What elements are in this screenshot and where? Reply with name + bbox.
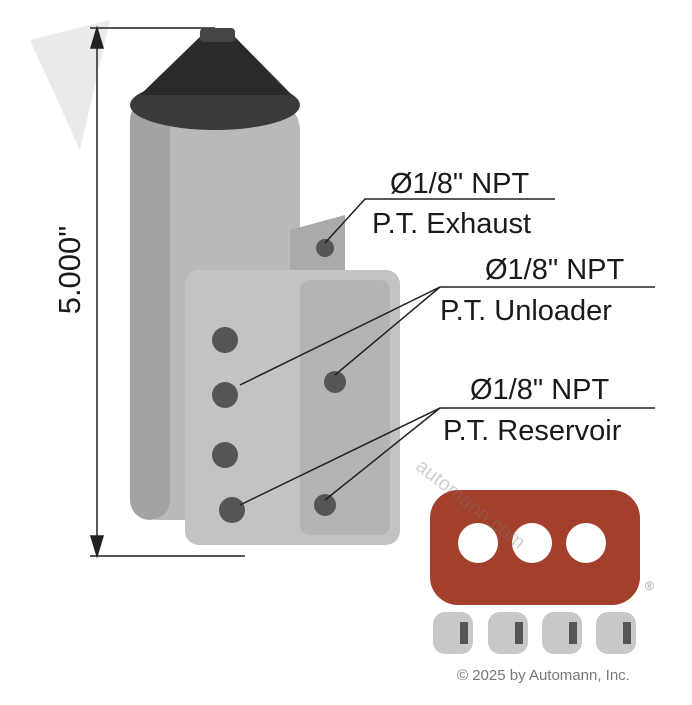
- cap-icon: [140, 32, 292, 95]
- dimension-line: [89, 25, 245, 559]
- reservoir-size-label: Ø1/8" NPT: [470, 374, 610, 406]
- pipe-plugs: [433, 612, 636, 654]
- reservoir-port-label: P.T. Reservoir: [443, 415, 622, 447]
- leader-lines: [239, 198, 655, 506]
- governor-valve: [130, 28, 400, 545]
- unloader-port-label: P.T. Unloader: [440, 295, 612, 327]
- pipe-plug: [542, 612, 582, 654]
- watermark-logo: [30, 20, 110, 150]
- exhaust-port-label: P.T. Exhaust: [372, 208, 532, 240]
- unloader-size-label: Ø1/8" NPT: [485, 254, 625, 286]
- pipe-plug: [488, 612, 528, 654]
- pipe-plug: [433, 612, 473, 654]
- registered-mark: ®: [645, 579, 654, 593]
- height-dimension-label: 5.000": [52, 225, 87, 315]
- copyright-text: © 2025 by Automann, Inc.: [457, 667, 630, 684]
- gasket: [430, 490, 640, 605]
- pipe-plug: [596, 612, 636, 654]
- exhaust-size-label: Ø1/8" NPT: [390, 168, 530, 200]
